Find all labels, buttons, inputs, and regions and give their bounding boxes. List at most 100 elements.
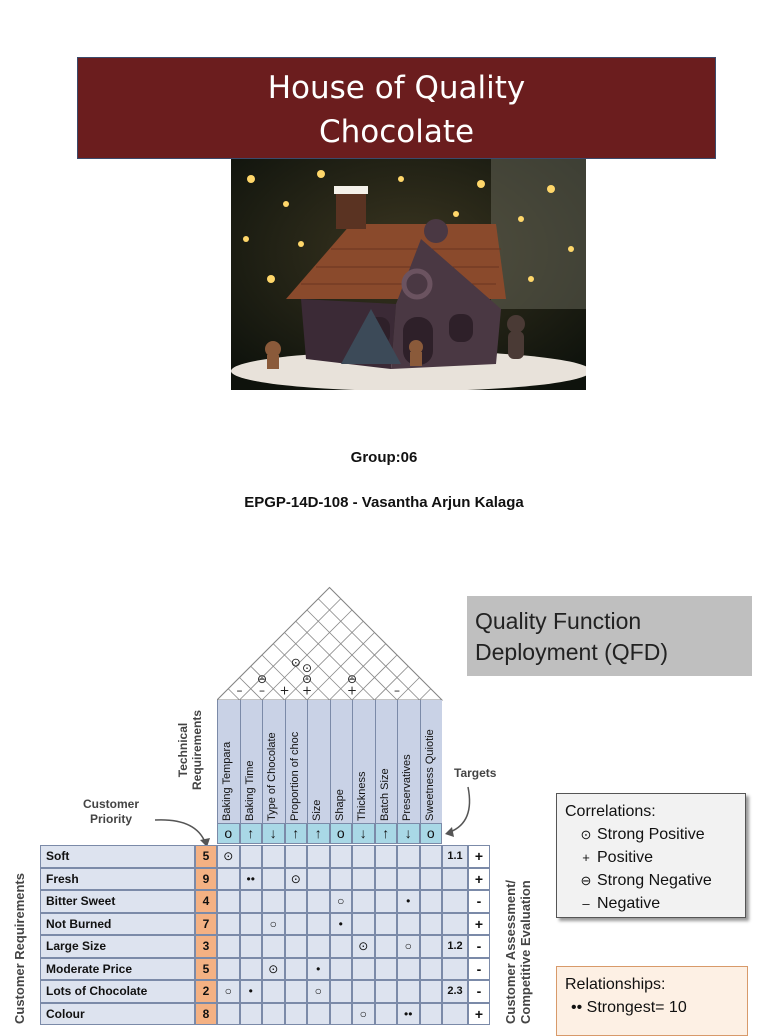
relationships-heading: Relationships: — [565, 976, 666, 993]
direction-cell: ↓ — [352, 823, 375, 844]
strongest-icon: •• — [571, 999, 583, 1016]
roof-correlation-symbol: – — [394, 683, 400, 697]
direction-cell: ↑ — [284, 823, 307, 844]
relationship-cell — [329, 1002, 352, 1025]
relationship-cell: •• — [397, 1002, 420, 1025]
relationship-cell — [419, 867, 442, 890]
tech-requirement-label: Baking Time — [243, 760, 256, 821]
legend-label: Strongest= 10 — [586, 999, 687, 1016]
relationship-cell: ⊙ — [262, 957, 285, 980]
relationship-cell: •• — [239, 867, 262, 890]
relationship-cell — [262, 935, 285, 958]
tech-requirement-header: Type of Chocolate — [262, 700, 285, 823]
relationship-cell — [307, 845, 330, 868]
priority-cell: 2 — [195, 980, 217, 1003]
roof-correlation-symbol: – — [237, 683, 243, 697]
relationship-cell: ⊙ — [217, 845, 240, 868]
evaluation-cell: - — [468, 980, 490, 1003]
requirement-name: Fresh — [40, 867, 195, 890]
relationship-cell — [307, 1002, 330, 1025]
requirement-name: Large Size — [40, 935, 195, 958]
requirement-name: Lots of Chocolate — [40, 980, 195, 1003]
qfd-title-line-1: Quality Function — [475, 608, 642, 634]
tech-requirement-header: Proportion of choc — [284, 700, 307, 823]
relationship-cell — [284, 1002, 307, 1025]
qfd-title-line-2: Deployment (QFD) — [475, 639, 668, 665]
target-cell: 1.2 — [442, 935, 468, 958]
priority-cell: 5 — [195, 957, 217, 980]
relationship-cell — [352, 845, 375, 868]
priority-arrow — [154, 819, 210, 847]
relationship-cell: ○ — [329, 890, 352, 913]
legend-item: •• Strongest= 10 — [565, 996, 739, 1019]
tech-requirement-header: Thickness — [352, 700, 375, 823]
tech-requirement-label: Type of Chocolate — [266, 732, 278, 821]
relationship-cell — [419, 980, 442, 1003]
target-cell: 2.3 — [442, 980, 468, 1003]
relationship-cell — [352, 912, 375, 935]
relationship-cell: • — [329, 912, 352, 935]
tech-requirement-header: Batch Size — [374, 700, 397, 823]
relationship-cell: ○ — [307, 980, 330, 1003]
relationship-cell — [307, 912, 330, 935]
roof-correlation-symbol: ⊖ — [347, 672, 357, 686]
roof-correlation-symbol: ⊖ — [257, 672, 267, 686]
customer-assessment-label: Customer Assessment/ Competitive Evaluat… — [503, 880, 533, 1024]
evaluation-cell: + — [468, 845, 490, 868]
relationship-cell — [419, 957, 442, 980]
tech-requirement-header: Shape — [329, 700, 352, 823]
requirement-name: Not Burned — [40, 912, 195, 935]
positive-icon: + — [582, 850, 590, 865]
targets-arrow — [445, 786, 471, 837]
priority-label-line-1: Customer — [82, 797, 139, 811]
tech-requirement-header: Baking Tempara — [217, 700, 240, 823]
relationship-cell — [284, 980, 307, 1003]
target-cell — [442, 890, 468, 913]
relationship-cell: • — [239, 980, 262, 1003]
relationship-cell — [262, 845, 285, 868]
target-cell — [442, 1002, 468, 1025]
relationship-cell — [374, 980, 397, 1003]
title-line-2: Chocolate — [318, 114, 475, 150]
priority-cell: 3 — [195, 935, 217, 958]
priority-cell: 4 — [195, 890, 217, 913]
relationship-cell — [262, 980, 285, 1003]
evaluation-cell: - — [468, 957, 490, 980]
relationship-cell — [262, 890, 285, 913]
legend-item: ⊙Strong Positive — [565, 823, 737, 846]
tech-requirement-header: Baking Time — [239, 700, 262, 823]
correlations-heading: Correlations: — [565, 803, 656, 820]
direction-cell: ↓ — [397, 823, 420, 844]
relationship-cell — [217, 912, 240, 935]
relationship-cell — [397, 980, 420, 1003]
relationship-cell — [284, 912, 307, 935]
evaluation-cell: - — [468, 890, 490, 913]
tech-requirement-header: Size — [307, 700, 330, 823]
roof-correlation-symbol: ⊙ — [302, 672, 312, 686]
legend-item: +Positive — [565, 846, 737, 869]
tech-requirement-header: Preservatives — [397, 700, 420, 823]
relationship-cell — [284, 890, 307, 913]
tech-requirement-header: Sweetness Quiotie — [419, 700, 442, 823]
relationship-cell — [397, 845, 420, 868]
legend-item: –Negative — [565, 892, 737, 915]
relationship-cell — [284, 957, 307, 980]
legend-item: ⊖Strong Negative — [565, 869, 737, 892]
relationship-cell — [374, 1002, 397, 1025]
priority-label-line-2: Priority — [89, 812, 132, 826]
roof-correlation-symbol: + — [302, 683, 312, 697]
relationship-cell — [397, 912, 420, 935]
member-label: EPGP-14D-108 - Vasantha Arjun Kalaga — [244, 494, 524, 511]
relationship-cell — [374, 867, 397, 890]
customer-requirements-label: Customer Requirements — [12, 873, 27, 1024]
strong-negative-icon: ⊖ — [580, 873, 592, 888]
relationship-cell — [374, 935, 397, 958]
technical-requirements-label: Technical Requirements — [176, 710, 204, 790]
tech-requirement-label: Proportion of choc — [288, 731, 301, 821]
direction-cell: ↓ — [262, 823, 285, 844]
correlations-legend: Correlations: ⊙Strong Positive +Positive… — [556, 793, 746, 918]
relationship-cell — [262, 867, 285, 890]
targets-label: Targets — [454, 766, 497, 780]
tech-label-line-2: Requirements — [190, 709, 204, 790]
requirement-name: Colour — [40, 1002, 195, 1025]
